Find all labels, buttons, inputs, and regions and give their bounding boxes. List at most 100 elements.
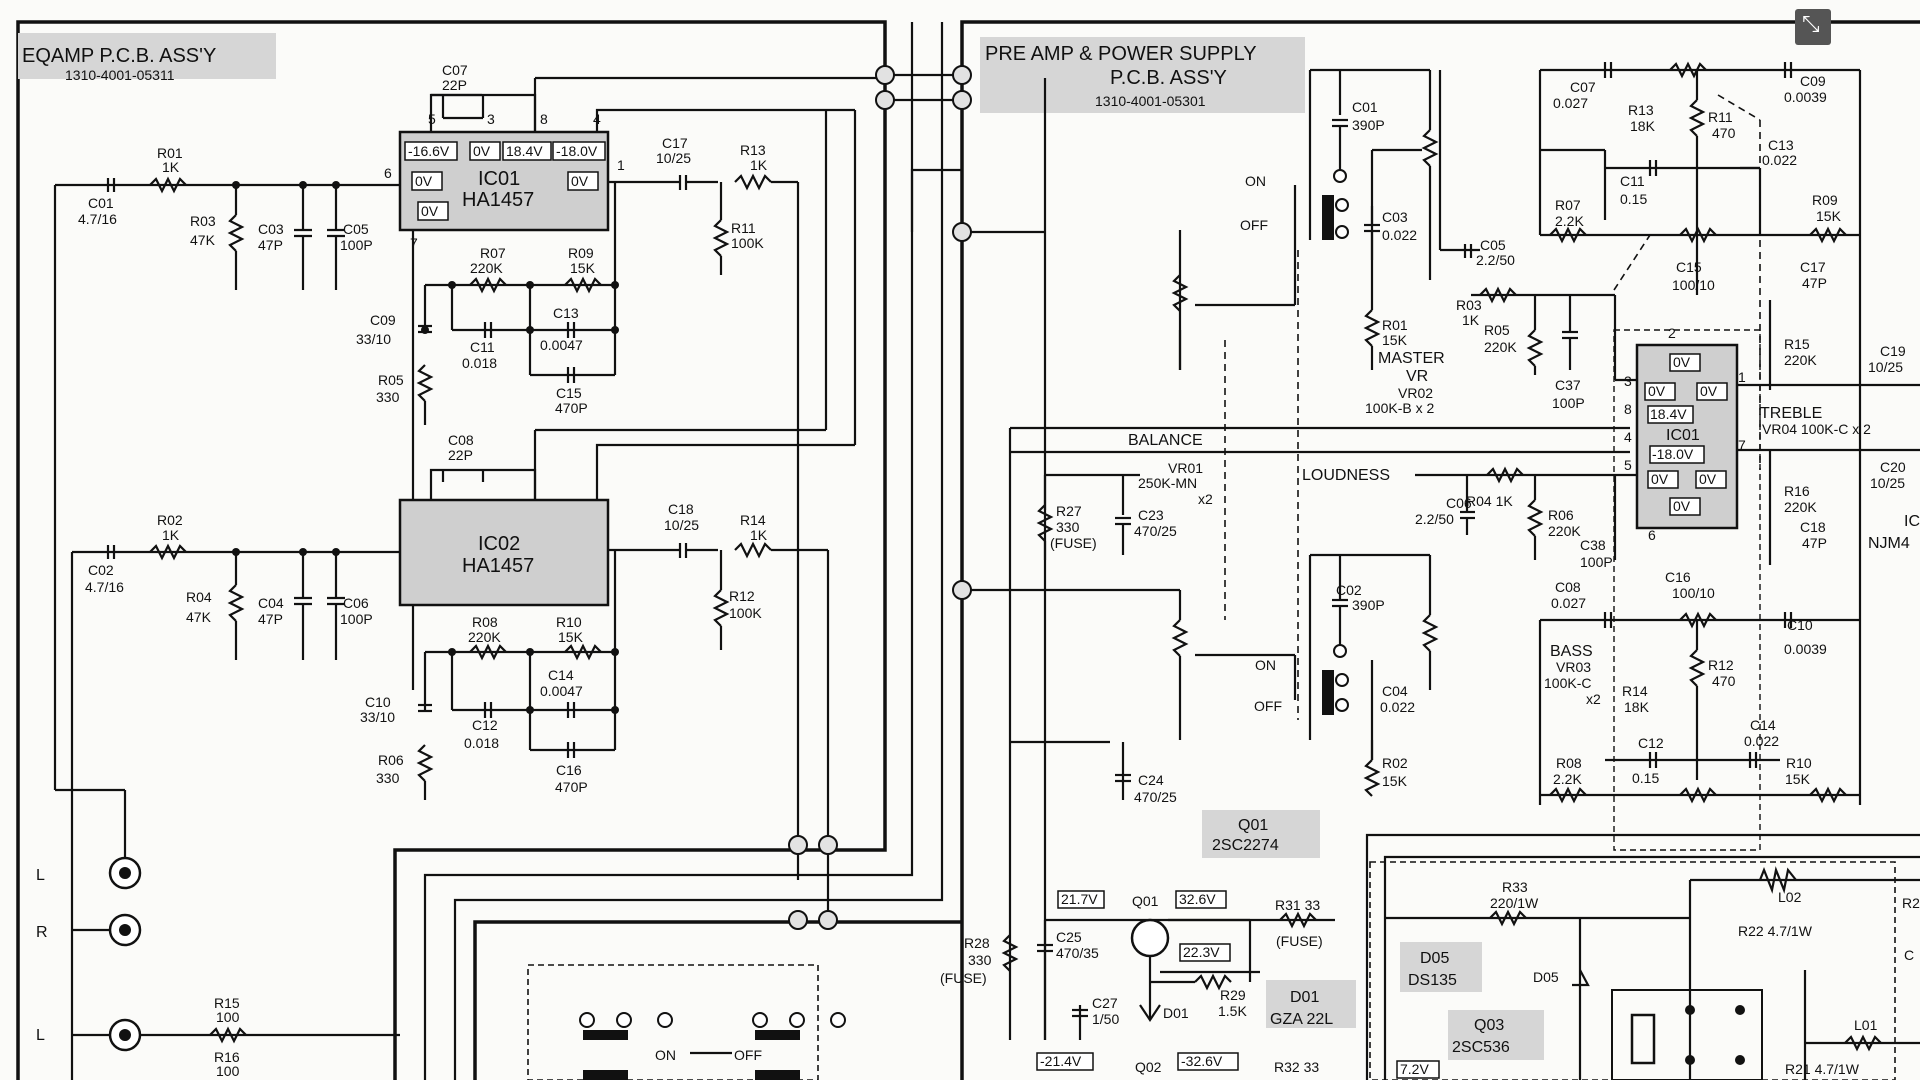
d01-highlight [1266, 980, 1356, 1028]
svg-text:0.022: 0.022 [1382, 227, 1417, 243]
eq-c07-val: 22P [442, 77, 467, 93]
svg-text:330: 330 [376, 389, 400, 405]
svg-text:1K: 1K [162, 159, 180, 175]
svg-text:R10: R10 [556, 614, 582, 630]
svg-text:C10: C10 [1787, 617, 1813, 633]
svg-text:C14: C14 [1750, 717, 1776, 733]
svg-text:220K: 220K [1784, 499, 1817, 515]
svg-text:C02: C02 [88, 562, 114, 578]
svg-text:C03: C03 [258, 221, 284, 237]
psu-labels: 21.7V 32.6V 22.3V -21.4V -32.6V 7.2V Q01… [940, 879, 1920, 1079]
svg-text:6: 6 [1648, 527, 1656, 543]
svg-text:R01: R01 [1382, 317, 1408, 333]
svg-text:10/25: 10/25 [664, 517, 699, 533]
d05-ref: D05 [1420, 950, 1449, 967]
svg-text:R33: R33 [1502, 879, 1528, 895]
svg-text:4.7/16: 4.7/16 [85, 579, 124, 595]
svg-text:C18: C18 [668, 501, 694, 517]
svg-text:0.15: 0.15 [1632, 770, 1659, 786]
eq-c07-ref: C07 [442, 62, 468, 78]
svg-text:R11: R11 [731, 220, 756, 236]
svg-text:22.3V: 22.3V [1183, 944, 1220, 960]
svg-text:100P: 100P [340, 611, 373, 627]
d01-part: GZA 22L [1270, 1011, 1333, 1028]
svg-text:47P: 47P [258, 237, 283, 253]
svg-text:100: 100 [216, 1009, 240, 1025]
q01-highlight [1202, 810, 1320, 858]
svg-text:0.15: 0.15 [1620, 191, 1647, 207]
svg-text:C25: C25 [1056, 929, 1082, 945]
svg-text:15K: 15K [1785, 771, 1811, 787]
svg-text:C12: C12 [1638, 735, 1664, 751]
svg-text:47P: 47P [1802, 275, 1827, 291]
svg-text:R07: R07 [1555, 197, 1581, 213]
svg-text:220K: 220K [1484, 339, 1517, 355]
svg-text:1: 1 [617, 157, 625, 173]
svg-text:18K: 18K [1624, 699, 1650, 715]
svg-text:C04: C04 [1382, 683, 1408, 699]
svg-text:0.0047: 0.0047 [540, 337, 583, 353]
svg-text:0V: 0V [1699, 471, 1717, 487]
svg-text:(FUSE): (FUSE) [1050, 535, 1097, 551]
svg-text:R08: R08 [472, 614, 498, 630]
svg-text:R15: R15 [214, 995, 240, 1011]
jack-label-l2: L [36, 1027, 45, 1044]
svg-text:3: 3 [1624, 373, 1632, 389]
svg-text:C17: C17 [662, 135, 688, 151]
svg-text:R04: R04 [186, 589, 212, 605]
switch-off-label: OFF [734, 1047, 762, 1063]
svg-text:ON: ON [1245, 173, 1266, 189]
jack-label-l1: L [36, 867, 45, 884]
svg-text:220K: 220K [468, 629, 501, 645]
svg-text:C14: C14 [548, 667, 574, 683]
svg-text:470/25: 470/25 [1134, 523, 1177, 539]
svg-text:0V: 0V [1651, 471, 1669, 487]
svg-text:1.5K: 1.5K [1218, 1003, 1247, 1019]
svg-text:L02: L02 [1778, 889, 1802, 905]
svg-text:100K: 100K [729, 605, 762, 621]
svg-text:C02: C02 [1336, 582, 1362, 598]
fullscreen-button[interactable]: ⤡ [1795, 9, 1831, 45]
bus-node [818, 835, 838, 855]
svg-text:C16: C16 [1665, 569, 1691, 585]
svg-text:15K: 15K [1816, 208, 1842, 224]
svg-text:22P: 22P [448, 447, 473, 463]
q01-part: 2SC2274 [1212, 837, 1279, 854]
svg-text:2.2/50: 2.2/50 [1415, 511, 1454, 527]
svg-text:R2: R2 [1902, 895, 1920, 911]
svg-text:R06: R06 [378, 752, 404, 768]
svg-text:R22 4.7/1W: R22 4.7/1W [1738, 923, 1813, 939]
svg-text:0V: 0V [1648, 383, 1666, 399]
svg-text:C01: C01 [88, 195, 114, 211]
svg-text:C24: C24 [1138, 772, 1164, 788]
svg-text:C11: C11 [470, 339, 495, 355]
svg-text:220K: 220K [470, 260, 503, 276]
svg-text:2.2K: 2.2K [1555, 213, 1584, 229]
d01-ref: D01 [1290, 989, 1319, 1006]
svg-text:470: 470 [1712, 673, 1736, 689]
svg-text:47K: 47K [190, 232, 216, 248]
pre-title-assy: P.C.B. ASS'Y [1110, 67, 1227, 89]
ic01-volt-2: 0V [473, 143, 491, 159]
ic01-volt-6: 0V [571, 173, 589, 189]
svg-text:R07: R07 [480, 245, 506, 261]
svg-text:390P: 390P [1352, 597, 1385, 613]
svg-text:C16: C16 [556, 762, 582, 778]
svg-text:x2: x2 [1586, 691, 1601, 707]
svg-text:C06: C06 [343, 595, 369, 611]
svg-text:4: 4 [593, 111, 601, 127]
svg-text:390P: 390P [1352, 117, 1385, 133]
svg-text:C09: C09 [370, 312, 396, 328]
svg-text:R02: R02 [157, 512, 183, 528]
svg-text:220K: 220K [1784, 352, 1817, 368]
collapse-arrows-icon: ⤡ [1802, 12, 1820, 37]
bus-node [788, 910, 808, 930]
svg-text:C19: C19 [1880, 343, 1906, 359]
svg-text:VR03: VR03 [1556, 659, 1591, 675]
svg-text:1K: 1K [750, 157, 768, 173]
svg-text:R12: R12 [729, 588, 755, 604]
svg-text:R03: R03 [1456, 297, 1482, 313]
svg-text:15K: 15K [1382, 332, 1408, 348]
svg-text:R08: R08 [1556, 755, 1582, 771]
ic01-eq-ref: IC01 [478, 168, 520, 190]
